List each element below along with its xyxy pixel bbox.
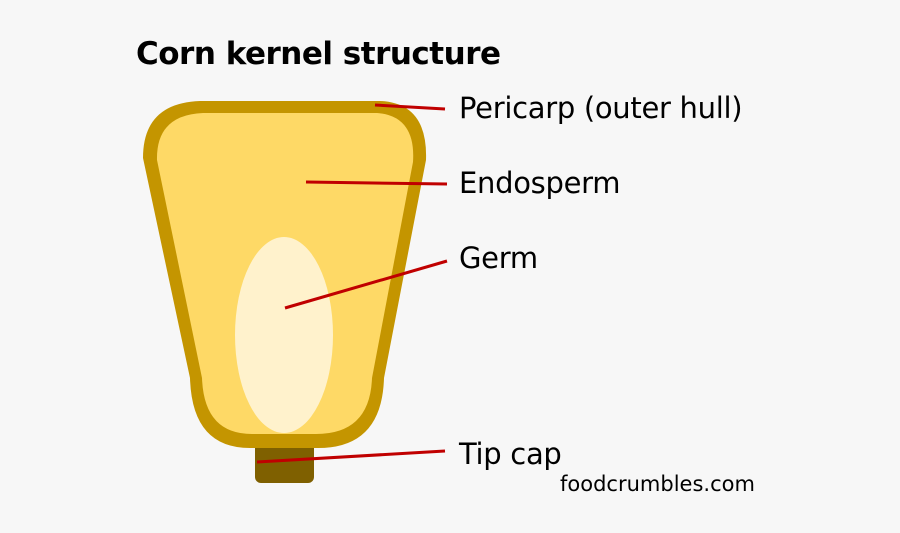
- tip-cap-leader-line: [256, 449, 446, 464]
- source-credit: foodcrumbles.com: [560, 472, 755, 496]
- pericarp-leader-line: [374, 103, 446, 111]
- germ-shape: [235, 237, 333, 433]
- tip-cap-label: Tip cap: [459, 437, 562, 471]
- germ-leader-line: [284, 259, 448, 310]
- pericarp-label: Pericarp (outer hull): [459, 91, 743, 125]
- leader-lines: [256, 103, 448, 464]
- endosperm-leader-line: [305, 180, 448, 186]
- germ-label: Germ: [459, 241, 538, 275]
- diagram-title: Corn kernel structure: [136, 36, 501, 72]
- endosperm-label: Endosperm: [459, 166, 621, 200]
